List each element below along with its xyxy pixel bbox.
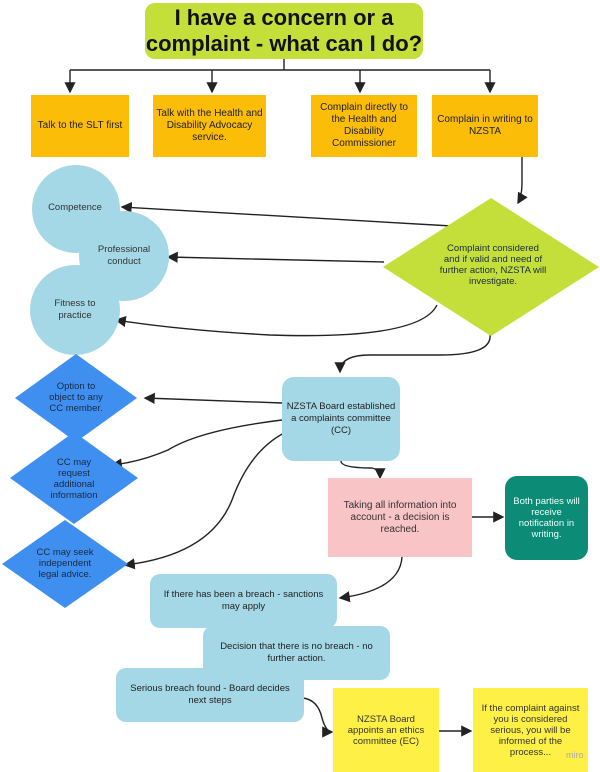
diamond-info-shape [10, 432, 138, 524]
option-slt: Talk to the SLT first [31, 95, 129, 157]
complaints-committee: NZSTA Board established a complaints com… [282, 377, 400, 461]
circle-fitness: Fitness to practice [30, 265, 120, 355]
decision-label: Complaint considered and if valid and ne… [439, 243, 547, 287]
info-label: CC may request additional information [50, 457, 98, 501]
diamond-legal: CC may seek independent legal advice. [2, 520, 128, 608]
legal-label: CC may seek independent legal advice. [36, 547, 94, 580]
decision-diamond: Complaint considered and if valid and ne… [383, 198, 599, 336]
option-advocacy: Talk with the Health and Disability Advo… [153, 95, 266, 157]
ethics-committee: NZSTA Board appoints an ethics committee… [333, 688, 439, 772]
competence-label: Competence [48, 202, 102, 213]
miro-watermark: miro [566, 750, 584, 760]
diamond-object-shape [15, 354, 137, 442]
decision-reached: Taking all information into account - a … [328, 478, 472, 557]
conduct-label: Professional conduct [97, 244, 151, 267]
diagram-title: I have a concern or a complaint - what c… [145, 3, 423, 59]
outcome-sanctions: If there has been a breach - sanctions m… [150, 574, 337, 628]
object-label: Option to object to any CC member. [49, 381, 103, 414]
fitness-label: Fitness to practice [54, 298, 96, 321]
option-nzsta: Complain in writing to NZSTA [432, 95, 538, 157]
diamond-object: Option to object to any CC member. [15, 354, 137, 442]
option-commissioner: Complain directly to the Health and Disa… [311, 95, 417, 157]
decision-diamond-shape [383, 198, 599, 336]
diamond-legal-shape [2, 520, 128, 608]
outcome-serious: Serious breach found - Board decides nex… [116, 668, 304, 722]
informed-box: If the complaint against you is consider… [473, 688, 588, 772]
notification-box: Both parties will receive notification i… [505, 476, 588, 560]
diamond-info: CC may request additional information [10, 432, 138, 524]
